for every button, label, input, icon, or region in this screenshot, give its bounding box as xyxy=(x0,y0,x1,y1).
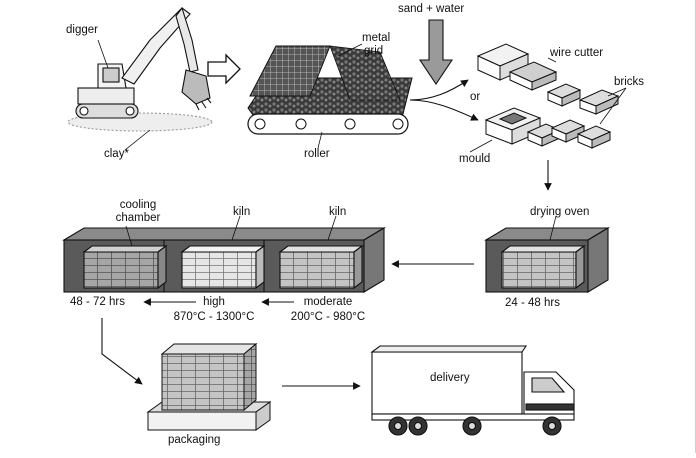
high-label: high xyxy=(203,296,225,308)
conveyor-roller-icon xyxy=(247,45,413,135)
drying-time-label: 24 - 48 hrs xyxy=(505,297,560,309)
kiln-chambers xyxy=(62,227,386,293)
sand-water-label: sand + water xyxy=(398,3,465,15)
drying-oven-label: drying oven xyxy=(530,206,590,218)
metal-grid-label-line1: metal xyxy=(362,32,391,44)
mould-icon xyxy=(484,107,612,149)
clay-label: clay* xyxy=(104,148,129,160)
moderate-temp-label: 200°C - 980°C xyxy=(290,311,366,323)
bricks-leader xyxy=(607,87,627,97)
metal-grid-label-line2: grid xyxy=(364,45,384,57)
delivery-truck-icon xyxy=(370,345,575,436)
wire-cutter-label: wire cutter xyxy=(550,47,604,59)
clay-leader xyxy=(124,129,151,151)
cooling-chamber-label-line1: cooling xyxy=(119,199,157,211)
drying-oven xyxy=(484,227,610,293)
high-temp-label: 870°C - 1300°C xyxy=(173,311,255,323)
digger-leader xyxy=(97,39,109,69)
wire-cutter-icon xyxy=(476,43,620,115)
digger-label: digger xyxy=(66,24,98,36)
bricks-label: bricks xyxy=(614,76,645,88)
packaging-label: packaging xyxy=(168,434,221,446)
cooling-time-label: 48 - 72 hrs xyxy=(70,296,125,308)
cooling-chamber-label-line2: chamber xyxy=(115,212,161,224)
down-arrow-icon xyxy=(418,19,454,85)
excavator-icon xyxy=(67,6,213,132)
kiln-moderate-label: kiln xyxy=(329,206,347,218)
or-label: or xyxy=(470,91,481,103)
hollow-arrow-icon xyxy=(207,53,241,85)
kiln-high-label: kiln xyxy=(233,206,251,218)
pallet-icon xyxy=(146,342,272,431)
roller-label: roller xyxy=(304,148,330,160)
mould-label: mould xyxy=(459,153,491,165)
delivery-label: delivery xyxy=(430,372,470,384)
moderate-label: moderate xyxy=(303,296,353,308)
